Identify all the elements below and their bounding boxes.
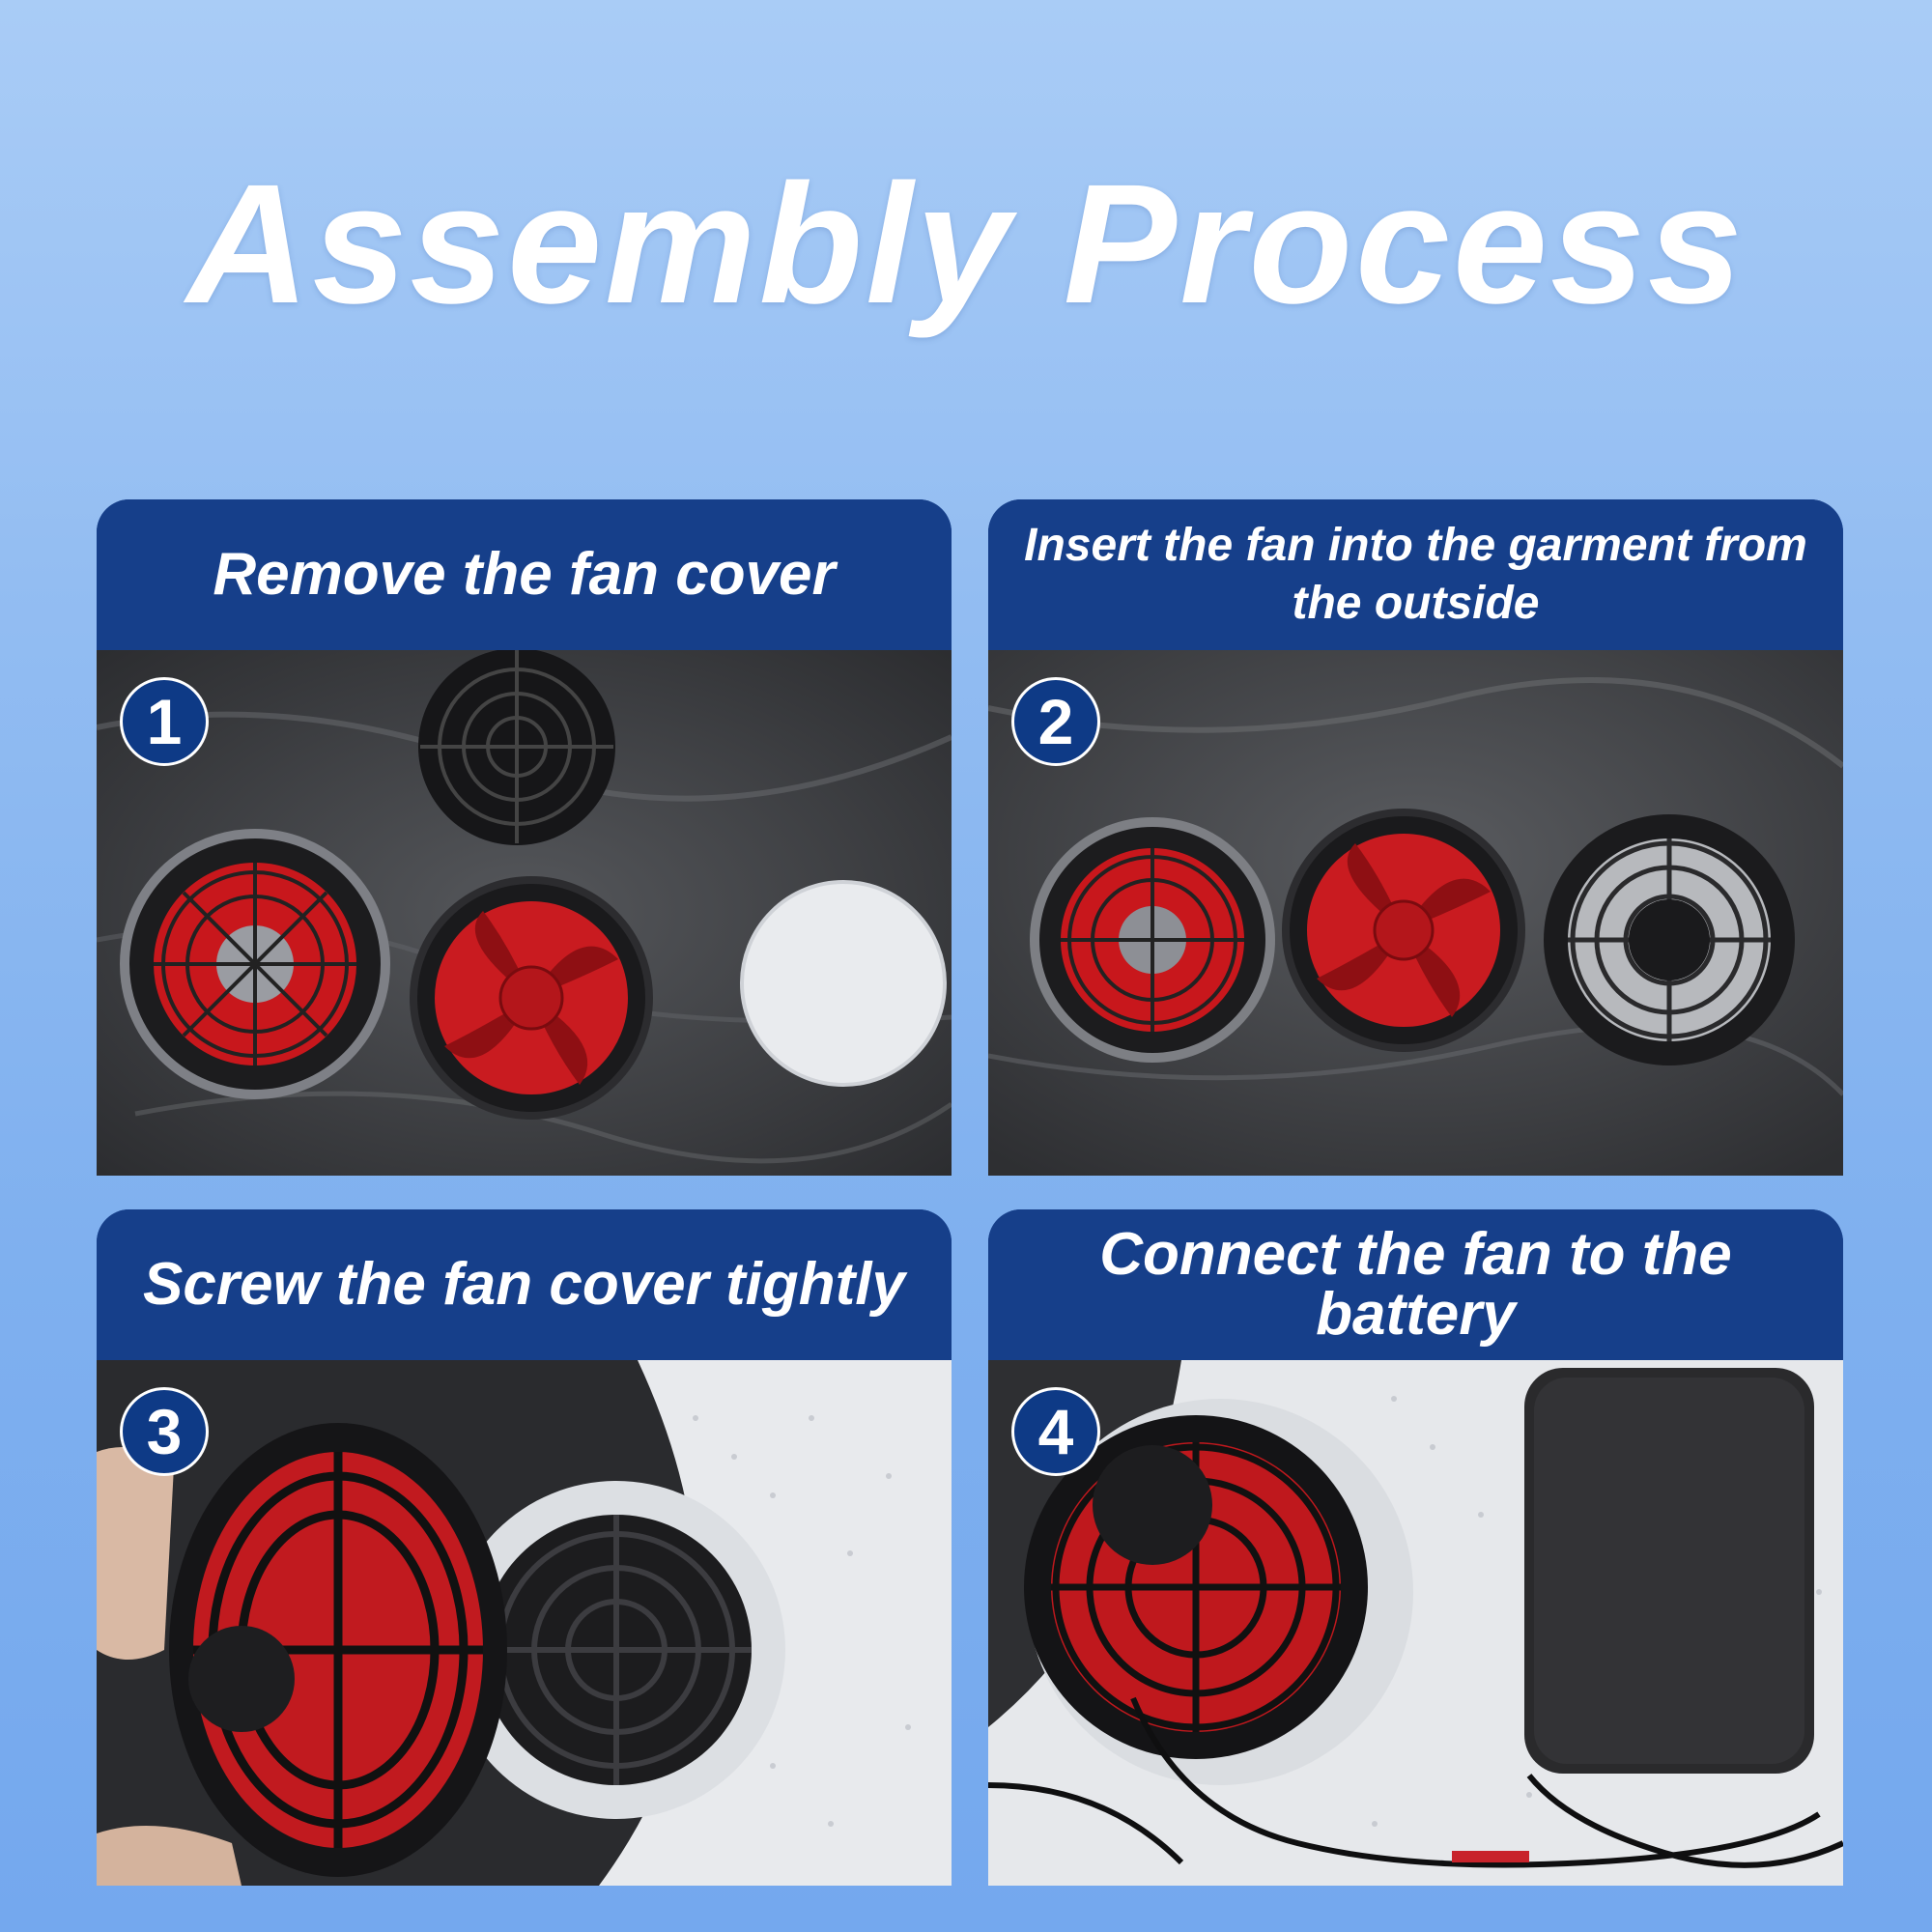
fan-with-cover-icon <box>120 829 390 1099</box>
step-1-header: Remove the fan cover <box>97 499 952 650</box>
step-3-header: Screw the fan cover tightly <box>97 1209 952 1360</box>
step-3-badge: 3 <box>120 1387 209 1476</box>
step-2-photo: 2 <box>988 650 1843 1176</box>
step-1-panel: Remove the fan cover <box>97 499 952 1176</box>
fan-with-cover-icon <box>1030 817 1275 1063</box>
step-4-photo: 4 <box>988 1360 1843 1886</box>
installed-fan-icon <box>1024 1399 1413 1785</box>
step-1-photo: 1 <box>97 650 952 1176</box>
fan-in-hand-icon <box>169 1423 507 1877</box>
step-4-badge: 4 <box>1011 1387 1100 1476</box>
battery-icon <box>1524 1368 1814 1774</box>
step-3-panel: Screw the fan cover tightly <box>97 1209 952 1886</box>
mesh-lining-icon <box>693 1415 911 1827</box>
step-2-badge: 2 <box>1011 677 1100 766</box>
cable-icon <box>988 1696 1843 1868</box>
step-4-header: Connect the fan to the battery <box>988 1209 1843 1360</box>
fan-blades-icon <box>1282 809 1525 1052</box>
step-4-panel: Connect the fan to the battery <box>988 1209 1843 1886</box>
step-2-panel: Insert the fan into the garment from the… <box>988 499 1843 1176</box>
mesh-ring-icon <box>740 880 947 1087</box>
fan-blades-icon <box>410 876 653 1120</box>
page-title: Assembly Process <box>186 150 1746 339</box>
step-1-badge: 1 <box>120 677 209 766</box>
step-2-header: Insert the fan into the garment from the… <box>988 499 1843 650</box>
mesh-cover-icon <box>1544 814 1795 1065</box>
step-3-photo: 3 <box>97 1360 952 1886</box>
fan-cover-icon <box>418 650 615 845</box>
